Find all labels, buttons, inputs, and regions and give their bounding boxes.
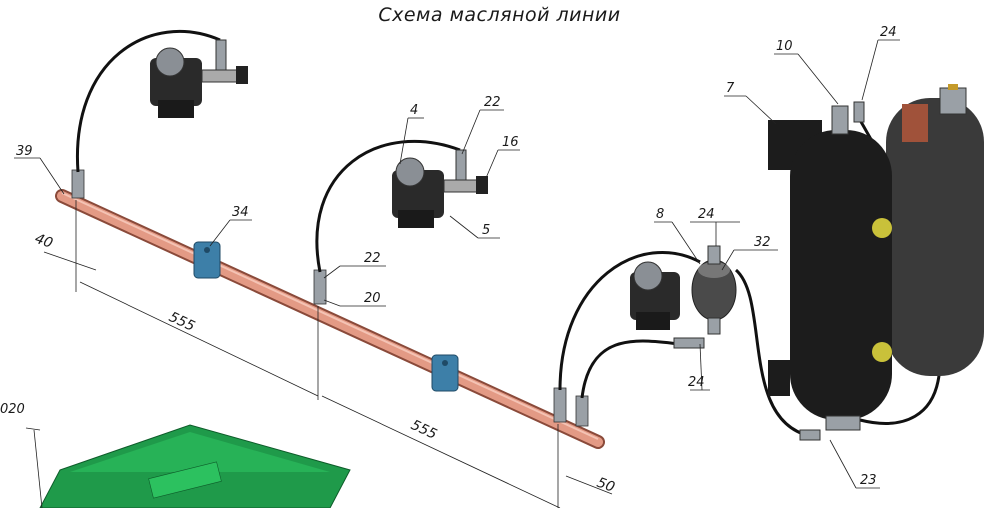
callout-10: 10 [776,39,793,54]
callout-32: 32 [754,235,771,250]
pipe-clamp-34 [193,241,221,279]
control-panel [39,424,351,508]
oil-tank-front [768,101,892,441]
corner-leader-2 [33,429,43,508]
dimension-40: 40 [33,231,55,252]
regulator-right [630,261,680,330]
callout-34: 34 [232,205,249,220]
oil-filter [673,245,737,349]
callout-39: 39 [16,144,33,159]
callout-20: 20 [364,291,381,306]
callout-24-tank: 24 [880,25,897,40]
diagram-title: Схема масляной линии [378,4,621,26]
callout-7: 7 [726,81,735,96]
callout-24-filter-bottom: 24 [688,375,705,390]
callout-16: 16 [502,135,519,150]
callout-4: 4 [410,103,418,118]
regulator-middle [392,149,488,228]
callout-22-middle: 22 [364,251,381,266]
callout-22-top: 22 [484,95,501,110]
pipe-fittings [71,169,589,427]
callout-8: 8 [656,207,664,222]
callout-5: 5 [482,223,490,238]
callout-leaders [14,39,900,489]
callout-24-filter-top: 24 [698,207,715,222]
pipe-clamp-2 [431,354,459,392]
callout-23: 23 [860,473,877,488]
main-pipe [55,189,605,449]
dimension-lines [43,200,613,508]
regulator-top-left [150,39,248,118]
oil-tank-back [886,84,984,376]
dimension-50: 50 [595,475,617,496]
corner-label: 020 [0,402,25,417]
corner-leader [25,427,41,431]
